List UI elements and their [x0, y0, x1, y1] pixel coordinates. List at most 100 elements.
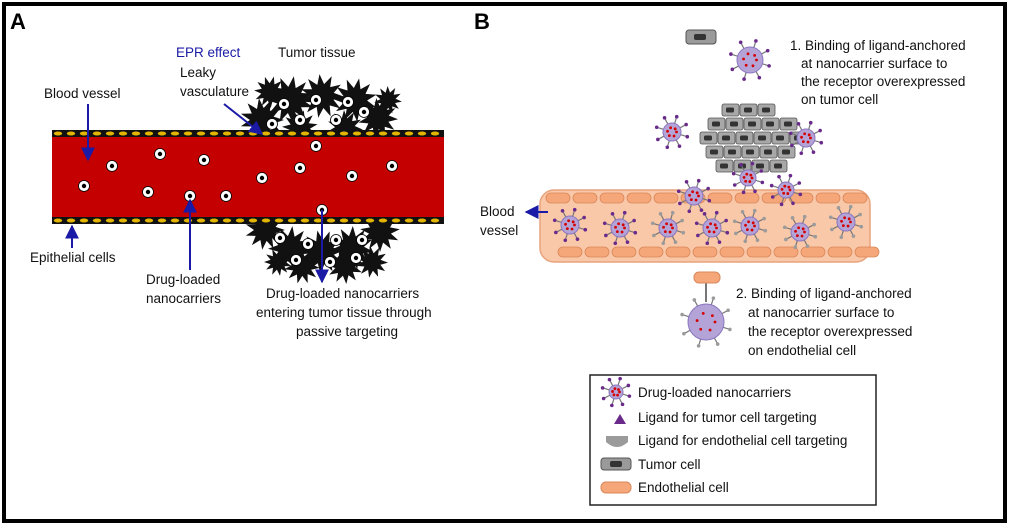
epithelial-cell — [365, 218, 375, 223]
ligand — [563, 238, 568, 243]
nanocarrier-body — [790, 222, 810, 242]
drug-dot — [570, 227, 574, 231]
tumor-cell-nucleus — [766, 121, 774, 127]
tumor-tissue-label: Tumor tissue — [278, 45, 356, 60]
epr-effect-label: EPR effect — [176, 45, 241, 60]
nanocarrier-core — [361, 109, 367, 115]
drug-dot — [846, 224, 850, 228]
ligand — [600, 386, 605, 390]
tumor-cell-nucleus — [710, 149, 718, 155]
drug-dot — [753, 224, 756, 228]
epithelial-cell — [118, 218, 128, 223]
ligand — [604, 233, 608, 238]
nanocarrier-core — [269, 121, 275, 127]
ligand — [788, 173, 793, 178]
drug-dot — [614, 225, 617, 229]
ligand — [677, 144, 682, 148]
targeted-nanocarrier — [769, 173, 803, 207]
legend-item-tumor-ligand: Ligand for tumor cell targeting — [638, 410, 817, 425]
ligand — [681, 230, 686, 235]
passive-label-line3: passive targeting — [296, 324, 398, 339]
drug-dot — [662, 225, 665, 229]
ligand — [652, 233, 656, 238]
ligand — [750, 161, 755, 166]
ligand — [788, 131, 793, 136]
epithelial-cell — [196, 131, 206, 136]
nanocarrier-body — [702, 218, 722, 238]
ligand — [696, 178, 701, 183]
drug-dot — [787, 185, 791, 189]
ligand — [618, 376, 622, 381]
drug-dot — [786, 192, 790, 195]
ligand — [740, 210, 745, 214]
drug-dot — [571, 220, 575, 224]
nanocarrier-body — [658, 218, 678, 238]
epithelial-cell — [417, 131, 427, 136]
endothelial-cell — [572, 192, 598, 204]
drug-dot — [668, 230, 672, 234]
nanocarrier-core — [187, 193, 193, 199]
epithelial-cell — [261, 131, 271, 136]
drug-dot — [612, 393, 616, 397]
arrow-leaky-vasculature — [223, 103, 264, 135]
ligand — [717, 240, 722, 244]
epithelial-cell — [66, 218, 76, 223]
epithelial-cell — [183, 131, 193, 136]
epithelial-cell — [300, 131, 310, 136]
ligand — [661, 241, 666, 246]
nanocarrier — [106, 160, 118, 172]
nanocarrier-core — [277, 235, 283, 241]
drug-dot — [806, 140, 810, 144]
step1-line3: the receptor overexpressed — [801, 74, 965, 89]
drug-dot — [691, 190, 695, 194]
ligand — [705, 241, 710, 246]
drug-dot — [750, 228, 754, 232]
ligand — [743, 239, 748, 244]
nanocarrier-body — [836, 212, 856, 232]
ligand — [791, 201, 795, 206]
ligand — [793, 245, 798, 250]
ligand — [779, 202, 784, 207]
nanocarrier-core — [145, 189, 151, 195]
epithelial-cell — [300, 218, 310, 223]
ligand — [734, 231, 738, 236]
epithelial-cell — [352, 131, 362, 136]
ligand — [763, 228, 768, 233]
ligand — [790, 216, 795, 220]
tumor-cell-cluster-top — [254, 76, 286, 108]
epithelial-cell — [131, 218, 141, 223]
ligand — [796, 122, 801, 126]
ligand — [687, 209, 692, 214]
ligand — [741, 190, 746, 195]
nanocarrier-core — [313, 97, 319, 103]
nanocarrier-body — [739, 169, 757, 187]
drug-dot — [689, 198, 693, 202]
epithelial-cell — [53, 218, 63, 223]
drug-dot — [803, 230, 806, 234]
epithelial-cells-top — [53, 131, 440, 136]
drug-dot — [797, 226, 801, 230]
ligand — [692, 298, 697, 302]
nanocarrier-core — [223, 193, 229, 199]
ligand — [777, 174, 781, 179]
drug-dot — [794, 229, 797, 233]
endothelial-cell — [854, 246, 880, 258]
ligand — [767, 64, 771, 68]
drug-dot — [707, 230, 711, 234]
ligand — [582, 215, 586, 220]
drug-dot — [843, 216, 847, 220]
nanocarrier-body — [796, 128, 816, 148]
endothelial-cell — [638, 246, 664, 258]
ligand — [674, 114, 679, 119]
epithelial-cell — [326, 131, 336, 136]
nanocarrier-core — [333, 237, 339, 243]
nanocarrier — [386, 160, 398, 172]
epithelial-cell — [391, 131, 401, 136]
drug-dot — [800, 135, 803, 139]
ligand — [706, 186, 710, 191]
endothelial-cell — [626, 192, 652, 204]
epithelial-cell — [248, 131, 258, 136]
ligand — [673, 240, 678, 244]
tumor-cell-nucleus — [782, 149, 790, 155]
epithelial-cell — [222, 218, 232, 223]
